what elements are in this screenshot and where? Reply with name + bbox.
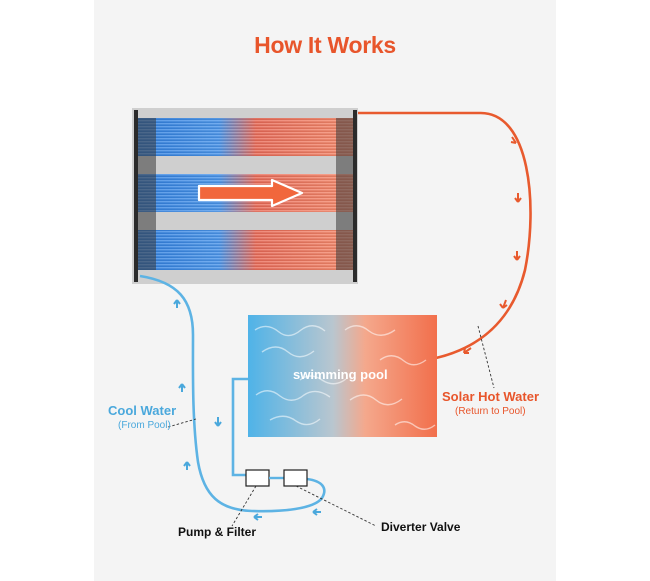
panel-strip-top — [137, 118, 353, 156]
solar-hot-water-label: Solar Hot Water — [442, 389, 540, 404]
hot-arrow-5-icon — [463, 347, 472, 354]
swimming-pool — [248, 315, 437, 437]
panel-header-right — [336, 110, 357, 282]
panel-flow-arrow-icon — [197, 178, 304, 208]
hot-arrow-3-icon — [513, 251, 521, 261]
solar-hot-water-sublabel: (Return to Pool) — [455, 406, 526, 417]
diagram-card — [94, 0, 556, 581]
page-title: How It Works — [254, 32, 396, 58]
pump-filter-box — [245, 469, 270, 487]
leader-lines — [167, 325, 495, 527]
pump-filter-leader — [231, 485, 257, 527]
cool-water-pipe — [139, 274, 326, 521]
hot-arrow-1-icon — [510, 136, 517, 144]
pool-label: swimming pool — [293, 367, 388, 382]
panel-strip-bottom — [137, 230, 353, 270]
cool-arrow-1-icon — [173, 299, 181, 308]
panel-header-left — [134, 110, 156, 282]
hot-water-pipe — [358, 111, 532, 360]
cool-water-label: Cool Water — [108, 403, 177, 418]
diverter-valve-box — [283, 469, 308, 487]
diverter-valve-leader — [295, 485, 377, 527]
pool-caustics — [254, 325, 436, 430]
cool-water-sublabel: (From Pool) — [118, 420, 171, 431]
cool-arrow-5-icon — [253, 513, 262, 521]
hot-arrow-4-icon — [499, 299, 508, 309]
diverter-valve-label: Diverter Valve — [381, 520, 461, 534]
cool-arrow-2-icon — [178, 383, 186, 392]
pump-filter-label: Pump & Filter — [178, 525, 257, 539]
cool-water-leader — [167, 418, 197, 428]
cool-arrow-3-icon — [214, 417, 222, 427]
hot-arrow-2-icon — [514, 193, 522, 203]
hot-flow-arrows — [463, 136, 522, 354]
cool-flow-arrows — [173, 299, 321, 521]
hot-water-leader — [477, 325, 495, 389]
cool-arrow-4-icon — [183, 461, 191, 470]
solar-panel — [132, 108, 358, 284]
cool-arrow-6-icon — [312, 508, 321, 516]
